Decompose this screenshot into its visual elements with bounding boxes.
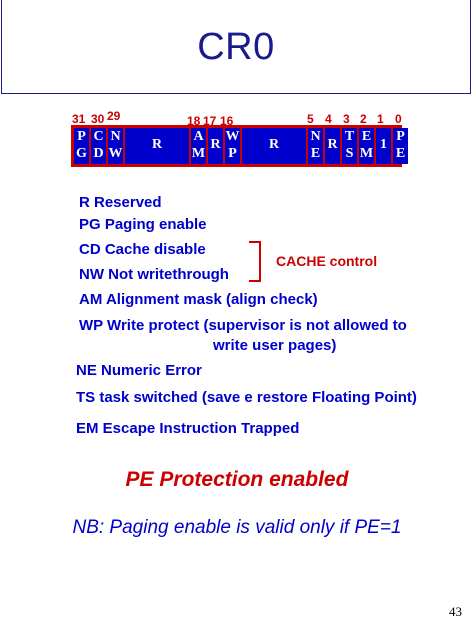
bit-number-3: 3	[343, 112, 350, 126]
field-nw-line1: N	[110, 129, 121, 144]
legend-wp-continued: write user pages)	[213, 337, 337, 354]
field-pg-line1: P	[77, 129, 86, 144]
field-reserved-mid-label: R	[268, 137, 280, 152]
nb-note: NB: Paging enable is valid only if PE=1	[72, 517, 402, 538]
field-pe-line2: E	[395, 146, 406, 161]
field-nw: N W	[108, 128, 123, 164]
field-ts: T S	[342, 128, 357, 164]
field-nw-line2: W	[108, 146, 123, 161]
field-em: E M	[359, 128, 374, 164]
field-cd: C D	[91, 128, 106, 164]
field-reserved-high-label: R	[151, 137, 163, 152]
field-reserved-mid: R	[242, 128, 306, 164]
field-reserved-17-label: R	[210, 137, 221, 152]
field-wp-line1: W	[225, 129, 240, 144]
field-cd-line1: C	[93, 129, 104, 144]
bit-number-17: 17	[203, 114, 217, 128]
bit-number-2: 2	[360, 112, 367, 126]
legend-wp: WP Write protect (supervisor is not allo…	[79, 317, 407, 334]
bit-number-0: 0	[395, 112, 402, 126]
cache-control-label: CACHE control	[276, 253, 378, 269]
bit-number-18: 18	[187, 114, 201, 128]
field-ne: N E	[308, 128, 323, 164]
legend-am: AM Alignment mask (align check)	[79, 291, 318, 308]
field-am: A M	[191, 128, 206, 164]
bit-number-16: 16	[220, 114, 234, 128]
field-pg-line2: G	[76, 146, 87, 161]
field-reserved-4: R	[325, 128, 340, 164]
legend-ne: NE Numeric Error	[76, 362, 202, 379]
legend-ts: TS task switched (save e restore Floatin…	[76, 389, 417, 406]
field-ts-line2: S	[345, 146, 354, 161]
cache-bracket	[249, 241, 261, 282]
field-bit1-fixed-label: 1	[380, 137, 387, 152]
page-number: 43	[449, 604, 462, 619]
bit-number-30: 30	[91, 112, 105, 126]
field-ts-line1: T	[344, 129, 355, 144]
bit-number-4: 4	[325, 112, 332, 126]
field-cd-line2: D	[93, 146, 104, 161]
legend-cd: CD Cache disable	[79, 241, 206, 258]
field-reserved-high: R	[125, 128, 189, 164]
pe-statement: PE Protection enabled	[125, 468, 349, 491]
field-em-line2: M	[359, 146, 374, 161]
field-em-line1: E	[361, 129, 372, 144]
field-am-line2: M	[191, 146, 206, 161]
title-banner: CR0	[1, 0, 471, 94]
cr0-register-diagram: P G C D N W R A M R W P R N E R T S E M …	[71, 125, 408, 167]
field-ne-line1: N	[310, 129, 321, 144]
field-reserved-4-label: R	[327, 137, 338, 152]
field-wp-line2: P	[228, 146, 237, 161]
bit-number-1: 1	[377, 112, 384, 126]
field-reserved-17: R	[208, 128, 223, 164]
field-wp: W P	[225, 128, 240, 164]
field-pg: P G	[74, 128, 89, 164]
legend-reserved: R Reserved	[79, 194, 162, 211]
field-pe-line1: P	[396, 129, 405, 144]
bit-number-5: 5	[307, 112, 314, 126]
bit-number-29: 29	[107, 109, 121, 123]
bit-number-31: 31	[72, 112, 86, 126]
field-ne-line2: E	[310, 146, 321, 161]
legend-nw: NW Not writethrough	[79, 266, 229, 283]
field-pe: P E	[393, 128, 408, 164]
field-am-line1: A	[193, 129, 204, 144]
field-bit1-fixed: 1	[376, 128, 391, 164]
page-title: CR0	[197, 26, 275, 68]
legend-pg: PG Paging enable	[79, 216, 207, 233]
legend-em: EM Escape Instruction Trapped	[76, 420, 300, 437]
